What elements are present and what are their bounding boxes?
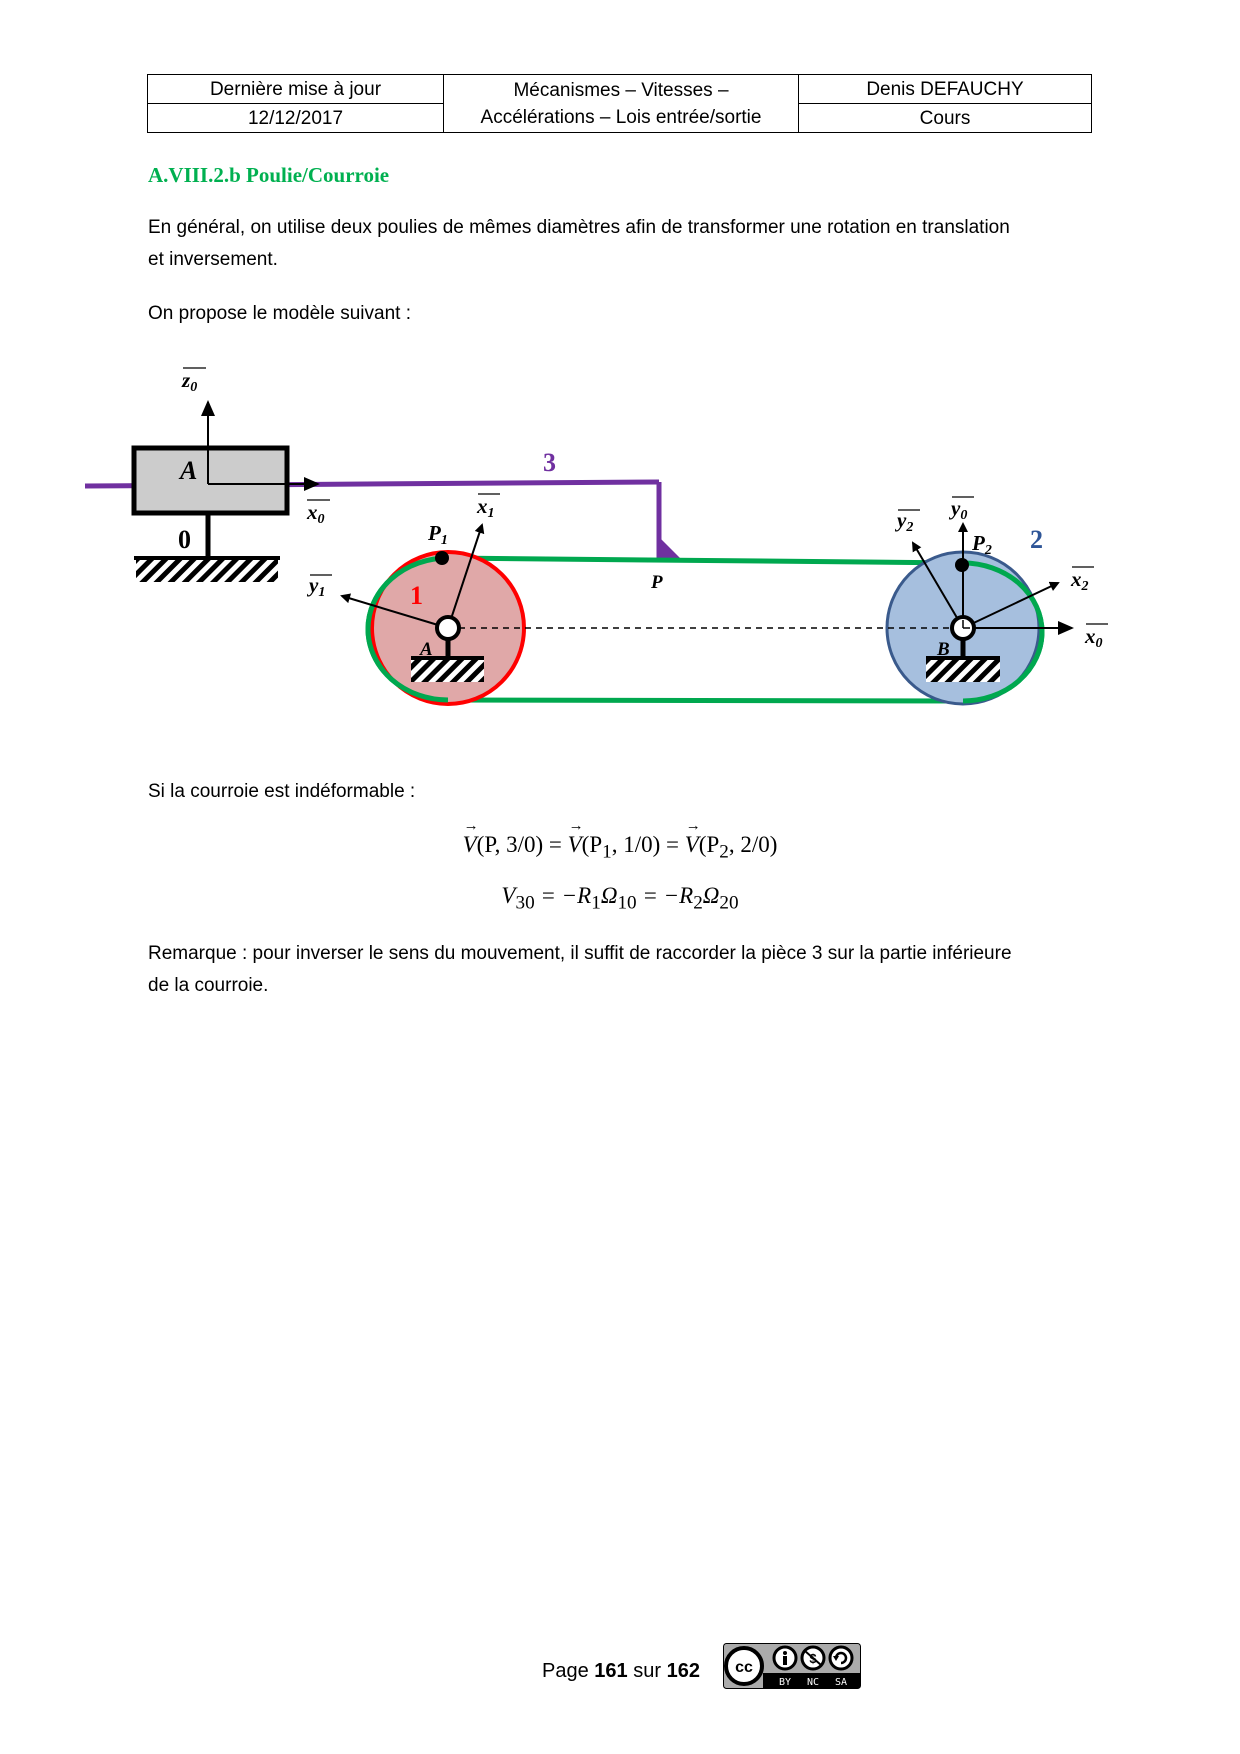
x2-axis-arrow xyxy=(962,581,1060,629)
label-y1: y1 xyxy=(306,573,325,600)
remark-paragraph: Remarque : pour inverser le sens du mouv… xyxy=(148,938,1092,1002)
license-by: BY xyxy=(779,1677,791,1688)
point-P2-dot xyxy=(955,558,969,572)
svg-text:cc: cc xyxy=(735,1659,753,1676)
label-x0-right: x0 xyxy=(1084,624,1103,651)
model-paragraph: On propose le modèle suivant : xyxy=(148,303,411,324)
pivot-B xyxy=(926,615,1000,682)
document-type: Cours xyxy=(798,103,1092,133)
label-point-A: A xyxy=(419,639,433,660)
pulley-belt-diagram: z0 A 0 x0 3 x1 P1 y1 1 A P y2 y0 P2 2 xyxy=(84,367,1108,706)
slider-block xyxy=(131,400,320,582)
last-update-label: Dernière mise à jour xyxy=(147,74,444,104)
label-point-P: P xyxy=(650,572,663,593)
label-x0-left: x0 xyxy=(306,500,325,527)
ground-hatch xyxy=(136,560,278,582)
document-title: Mécanismes – Vitesses – Accélérations – … xyxy=(443,74,799,133)
intro-line-1: En général, on utilise deux poulies de m… xyxy=(148,217,1010,238)
label-part-0: 0 xyxy=(178,525,191,554)
vector-V-1: V xyxy=(463,818,479,858)
y1-axis-arrow xyxy=(340,593,449,629)
label-P1: P1 xyxy=(427,521,448,548)
label-x2: x2 xyxy=(1070,567,1089,594)
pivot-A xyxy=(411,615,484,682)
section-title: A.VIII.2.b Poulie/Courroie xyxy=(148,163,390,187)
intro-paragraph: En général, on utilise deux poulies de m… xyxy=(148,212,1092,276)
remark-line-1: Remarque : pour inverser le sens du mouv… xyxy=(148,943,1012,964)
vector-V-3: V xyxy=(685,818,701,858)
last-update-date: 12/12/2017 xyxy=(147,103,444,133)
label-y2: y2 xyxy=(894,508,913,535)
license-nc: NC xyxy=(807,1677,819,1688)
of-word: sur xyxy=(633,1660,662,1682)
label-part-2: 2 xyxy=(1030,525,1043,554)
y2-axis-arrow xyxy=(911,541,964,629)
label-part-3: 3 xyxy=(543,448,556,477)
page-current: 161 xyxy=(594,1660,628,1682)
condition-paragraph: Si la courroie est indéformable : xyxy=(148,781,416,802)
license-sa: SA xyxy=(835,1677,847,1688)
page-footer: Page 161 sur 162 xyxy=(542,1660,700,1683)
header-table: Dernière mise à jour Mécanismes – Vitess… xyxy=(147,74,1092,133)
label-x1: x1 xyxy=(476,494,495,521)
label-z0: z0 xyxy=(181,368,197,395)
remark-line-2: de la courroie. xyxy=(148,975,269,996)
label-y0: y0 xyxy=(948,496,967,523)
page-word: Page xyxy=(542,1660,589,1682)
point-P1-dot xyxy=(435,551,449,565)
label-point-A-box: A xyxy=(178,456,197,485)
label-P2: P2 xyxy=(971,531,992,558)
vector-V-2: V xyxy=(568,818,584,858)
intro-line-2: et inversement. xyxy=(148,249,278,270)
equation-speed-relation: V30 = −R1Ω10 = −R2Ω20 xyxy=(501,883,739,914)
page-total: 162 xyxy=(666,1660,700,1682)
x1-axis-arrow xyxy=(447,523,485,629)
label-part-1: 1 xyxy=(410,581,423,610)
equation-velocity-equality: V(P, 3/0) = V(P1, 1/0) = V(P2, 2/0) xyxy=(0,818,1240,864)
cc-by-nc-sa-icon: cc $ BY NC SA xyxy=(723,1643,861,1689)
author: Denis DEFAUCHY xyxy=(798,74,1092,104)
document-title-line2: Accélérations – Lois entrée/sortie xyxy=(480,106,762,128)
document-title-line1: Mécanismes – Vitesses – xyxy=(513,79,729,101)
label-point-B: B xyxy=(936,639,950,660)
